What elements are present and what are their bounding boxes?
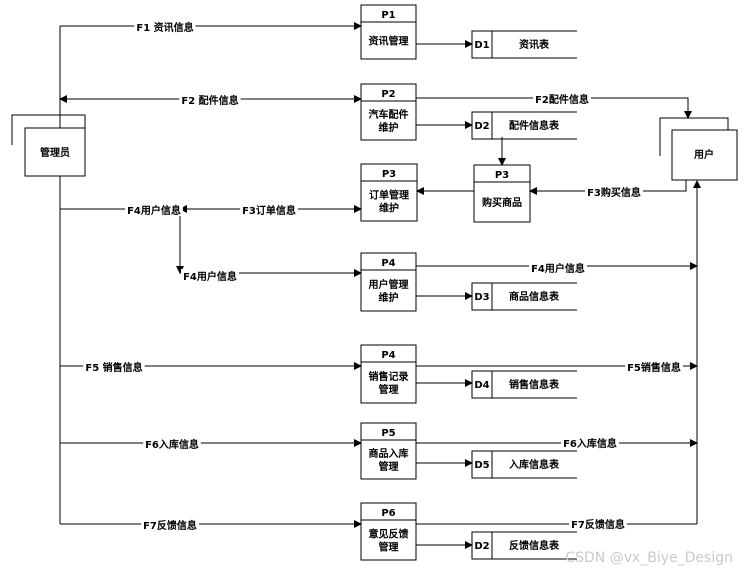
process-label: 管理	[379, 541, 399, 554]
process-label: 订单管理	[369, 189, 409, 202]
flow-label: F2 配件信息	[179, 93, 241, 107]
flow-label: F6入库信息	[561, 436, 619, 450]
entity-admin: 管理员	[11, 114, 86, 177]
flow-label: F5 销售信息	[83, 360, 145, 374]
process-id: P1	[381, 10, 395, 21]
store-d1-0: D1 资讯表	[471, 30, 577, 59]
process-label: 商品入库	[369, 447, 409, 460]
flow-label: F2配件信息	[533, 92, 591, 106]
process-label: 销售记录	[369, 370, 409, 383]
process-id: P5	[381, 428, 395, 439]
store-name: 入库信息表	[509, 458, 560, 471]
svg-text:F6入库信息: F6入库信息	[563, 437, 617, 450]
admin-trunk	[59, 22, 362, 528]
store-d4-3: D4 销售信息表	[471, 370, 577, 399]
process-label: 维护	[379, 291, 399, 304]
process-label: 资讯管理	[369, 35, 409, 48]
process-label: 维护	[379, 121, 399, 134]
svg-text:F5销售信息: F5销售信息	[627, 361, 681, 374]
process-id: P3	[495, 170, 509, 181]
svg-text:F6入库信息: F6入库信息	[145, 438, 199, 451]
process-label: 汽车配件	[369, 108, 409, 121]
flow-labels: F1 资讯信息 F2 配件信息 F2配件信息 F3购买信息 F4用户信息 F3订单信息 F4…	[83, 20, 683, 532]
store-d2-5: D2 反馈信息表	[471, 531, 577, 560]
svg-text:F1 资讯信息: F1 资讯信息	[136, 21, 193, 34]
process-label: 管理	[379, 383, 399, 396]
flow-label: F4用户信息	[125, 203, 183, 217]
watermark: CSDN @vx_Biye_Design	[565, 550, 733, 566]
store-id: D5	[474, 460, 489, 471]
store-id: D4	[474, 380, 489, 391]
flow-label: F7反馈信息	[141, 518, 199, 532]
flow-label: F5销售信息	[625, 360, 683, 374]
flow-label: F4用户信息	[181, 269, 239, 283]
store-d2-1: D2 配件信息表	[471, 111, 577, 140]
process-id: P3	[382, 169, 396, 180]
store-name: 销售信息表	[509, 378, 560, 391]
store-id: D2	[474, 121, 489, 132]
store-id: D3	[474, 292, 489, 303]
svg-text:F4用户信息: F4用户信息	[183, 270, 237, 283]
flow-label: F3订单信息	[240, 203, 298, 217]
svg-text:F4用户信息: F4用户信息	[127, 204, 181, 217]
store-name: 配件信息表	[509, 119, 560, 132]
flow-label: F1 资讯信息	[134, 20, 196, 34]
entity-admin-label: 管理员	[40, 146, 70, 159]
process-label: 用户管理	[368, 278, 409, 291]
flow-label: F4用户信息	[529, 261, 587, 275]
process-p3-2: P3 购买商品	[473, 164, 531, 223]
svg-text:F7反馈信息: F7反馈信息	[571, 518, 625, 531]
flow-label: F7反馈信息	[569, 517, 627, 531]
svg-text:F2 配件信息: F2 配件信息	[181, 94, 238, 107]
store-d5-4: D5 入库信息表	[471, 450, 577, 479]
svg-text:F3购买信息: F3购买信息	[587, 186, 641, 199]
data-stores: D1 资讯表 D2 配件信息表 D3 商品信息表 D4 销售信息表 D5 入库信息表 D2 反馈信息表	[471, 30, 577, 560]
process-p1-0: P1 资讯管理	[360, 4, 417, 60]
svg-text:F5 销售信息: F5 销售信息	[85, 361, 142, 374]
svg-text:F4用户信息: F4用户信息	[531, 262, 585, 275]
store-id: D2	[474, 541, 489, 552]
store-id: D1	[474, 40, 489, 51]
svg-text:F2配件信息: F2配件信息	[535, 93, 589, 106]
flow-label: F3购买信息	[585, 185, 643, 199]
process-label: 购买商品	[482, 196, 522, 209]
svg-text:F7反馈信息: F7反馈信息	[143, 519, 197, 532]
process-label: 意见反馈	[369, 528, 409, 541]
entity-user-label: 用户	[693, 148, 714, 161]
entity-user: 用户	[659, 117, 738, 181]
store-name: 商品信息表	[509, 290, 560, 303]
flow-label: F6入库信息	[143, 437, 201, 451]
process-store-links	[416, 40, 506, 549]
store-name: 资讯表	[519, 38, 550, 51]
store-d3-2: D3 商品信息表	[471, 282, 577, 311]
process-id: P2	[381, 89, 395, 100]
process-label: 维护	[379, 202, 399, 215]
process-id: P6	[381, 508, 395, 519]
svg-text:F3订单信息: F3订单信息	[242, 204, 296, 217]
process-label: 管理	[379, 460, 399, 473]
store-name: 反馈信息表	[509, 539, 560, 552]
process-id: P4	[381, 350, 395, 361]
process-id: P4	[381, 258, 395, 269]
